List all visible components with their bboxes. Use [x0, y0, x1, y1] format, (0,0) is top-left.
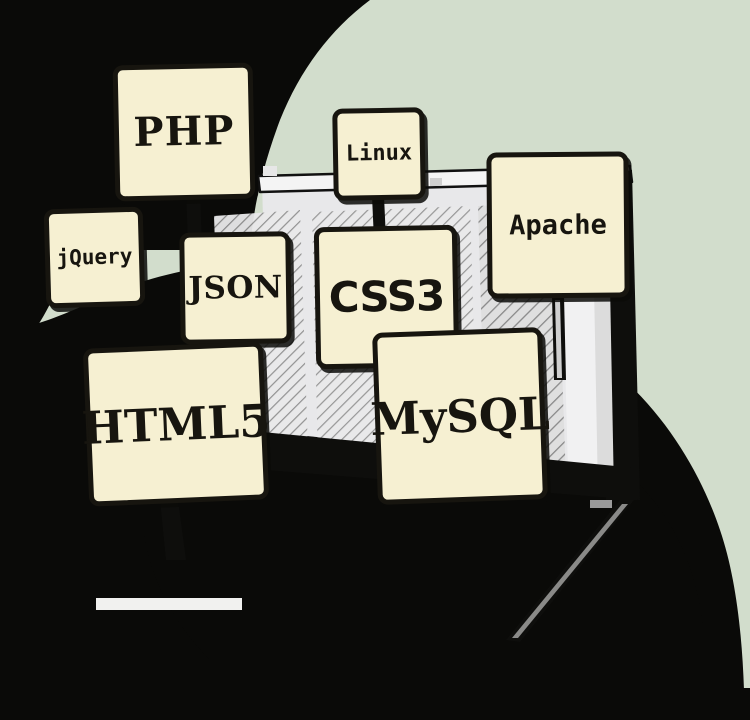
bottom-black-band: [0, 688, 750, 720]
post-html5: [160, 500, 186, 560]
card-label-mysql: MySQL: [369, 386, 551, 446]
card-json[interactable]: JSON: [179, 231, 292, 345]
card-label-php: PHP: [133, 106, 235, 157]
card-apache[interactable]: Apache: [486, 151, 630, 299]
card-label-html5: HTML5: [80, 393, 272, 455]
card-label-css3: CSS3: [328, 270, 445, 323]
glint-b: [430, 178, 442, 186]
post-apache-light: [555, 300, 562, 378]
card-label-json: JSON: [188, 268, 283, 307]
glint-e: [590, 500, 612, 508]
card-linux[interactable]: Linux: [332, 107, 426, 201]
glint-d: [96, 598, 242, 610]
card-label-jquery: jQuery: [56, 243, 133, 271]
card-label-linux: Linux: [345, 140, 413, 167]
card-php[interactable]: PHP: [112, 62, 256, 202]
card-mysql[interactable]: MySQL: [369, 327, 551, 505]
card-jquery[interactable]: jQuery: [43, 206, 146, 309]
card-html5[interactable]: HTML5: [80, 341, 272, 507]
card-label-apache: Apache: [509, 209, 607, 241]
board-stand-leg-highlight: [512, 504, 628, 638]
glint-a: [263, 166, 277, 176]
